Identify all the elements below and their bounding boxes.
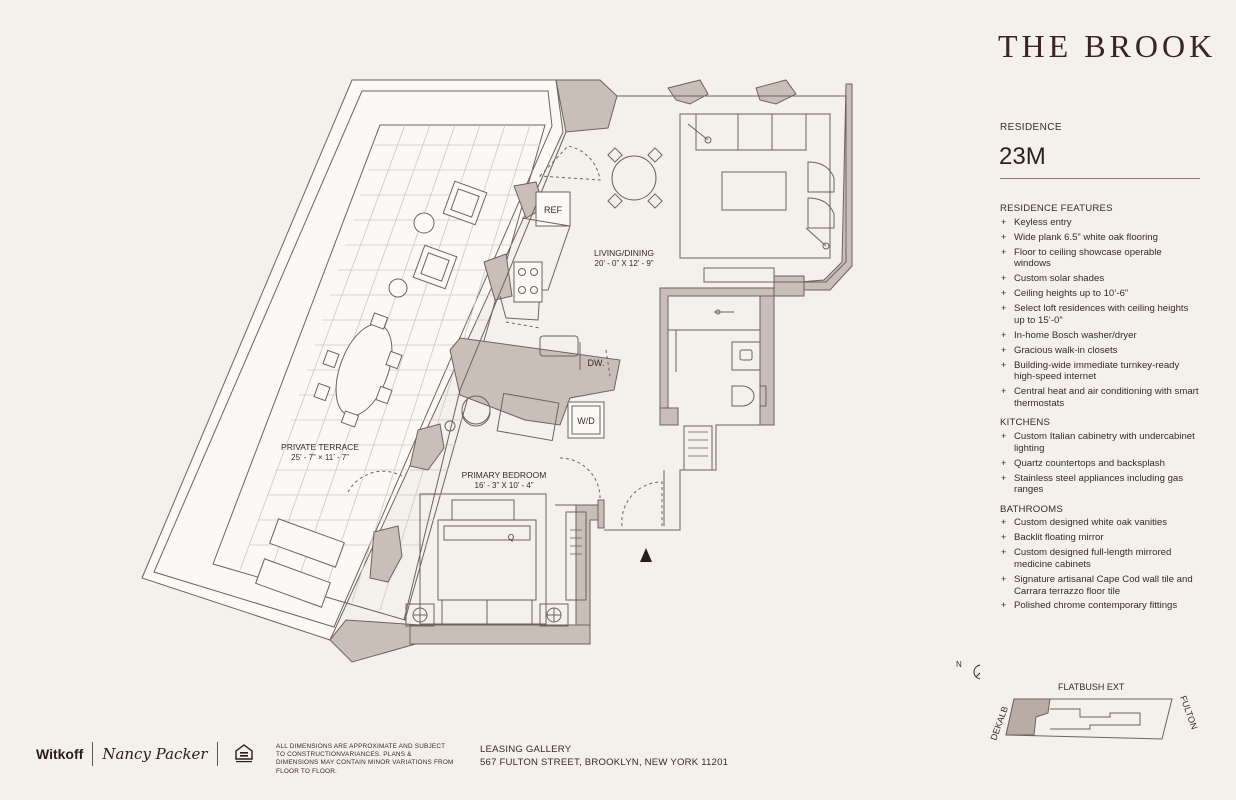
- east-wall-lower: [604, 296, 775, 531]
- feature-item: Custom Italian cabinetry with undercabin…: [1000, 431, 1200, 454]
- section-heading: BATHROOMS: [1000, 503, 1063, 515]
- toilet: [731, 385, 755, 407]
- floor-plan: LIVING/DINING 20’ - 0” X 12’ - 9” PRIVAT…: [141, 79, 980, 680]
- divider: [1000, 178, 1200, 179]
- residence-label: RESIDENCE: [1000, 122, 1062, 133]
- washer-dryer: [567, 401, 605, 439]
- ref-label: REF: [544, 205, 563, 215]
- street-fulton: FULTON: [1178, 694, 1199, 730]
- feature-item: Quartz countertops and backsplash: [1000, 458, 1200, 470]
- footer-logos: Witkoff Nancy Packer: [36, 742, 253, 766]
- feature-item: Gracious walk-in closets: [1000, 345, 1200, 357]
- feature-item: In-home Bosch washer/dryer: [1000, 330, 1200, 342]
- feature-section: RESIDENCE FEATURES Keyless entryWide plan…: [1000, 203, 1200, 409]
- compass-icon: [973, 664, 980, 680]
- terrace-floor: [212, 124, 546, 621]
- nancy-packer-logo: Nancy Packer: [102, 745, 208, 763]
- leasing-address: 567 FULTON STREET, BROOKLYN, NEW YORK 11…: [480, 757, 729, 768]
- entry-marker: [640, 548, 652, 562]
- dining-table: [611, 155, 657, 201]
- feature-list: RESIDENCE FEATURES Keyless entryWide plan…: [1000, 203, 1200, 620]
- feature-item: Backlit floating mirror: [1000, 532, 1200, 544]
- feature-item: Floor to ceiling showcase operable windo…: [1000, 247, 1200, 270]
- coffee-table: [721, 171, 787, 211]
- witkoff-logo: Witkoff: [36, 746, 84, 762]
- brand-title: THE BROOK: [998, 28, 1217, 64]
- living-dining-label: LIVING/DINING: [594, 248, 654, 258]
- vanity: [731, 341, 761, 371]
- feature-item: Polished chrome contemporary fittings: [1000, 600, 1200, 612]
- logo-divider: [92, 742, 94, 766]
- wd-label: W/D: [577, 416, 595, 426]
- leasing-title: LEASING GALLERY: [480, 744, 572, 755]
- feature-item: Custom designed white oak vanities: [1000, 517, 1200, 529]
- street-flatbush: FLATBUSH EXT: [1058, 682, 1125, 692]
- feature-item: Building-wide immediate turnkey-ready hi…: [1000, 360, 1200, 383]
- section-heading: KITCHENS: [1000, 417, 1051, 429]
- living-dining-dims: 20’ - 0” X 12’ - 9”: [595, 259, 654, 268]
- living-wall-top: [617, 95, 847, 283]
- feature-item: Ceiling heights up to 10’-6”: [1000, 288, 1200, 300]
- disclaimer-text: ALL DIMENSIONS ARE APPROXIMATE AND SUBJE…: [276, 743, 454, 775]
- street-dekalb: DEKALB: [988, 705, 1010, 742]
- feature-section: KITCHENS Custom Italian cabinetry with un…: [1000, 417, 1200, 495]
- feature-item: Custom solar shades: [1000, 273, 1200, 285]
- key-plan: [973, 664, 980, 680]
- feature-section: BATHROOMS Custom designed white oak vanit…: [1000, 504, 1200, 612]
- residence-number: 23M: [999, 143, 1046, 170]
- logo-divider: [216, 742, 218, 766]
- leasing-info: LEASING GALLERY 567 FULTON STREET, BROOK…: [480, 743, 728, 769]
- terrace-dims: 25’ - 7” × 11’ - 7”: [291, 453, 349, 462]
- feature-item: Select loft residences with ceiling heig…: [1000, 303, 1200, 326]
- key-plan-map: N FLATBUSH EXT DEKALB FULTON: [956, 660, 1200, 742]
- feature-item: Wide plank 6.5” white oak flooring: [1000, 232, 1200, 244]
- feature-item: Central heat and air conditioning with s…: [1000, 386, 1200, 409]
- equal-housing-icon: [234, 744, 253, 763]
- feature-item: Custom designed full-length mirrored med…: [1000, 547, 1200, 570]
- feature-item: Signature artisanal Cape Cod wall tile a…: [1000, 574, 1200, 597]
- walls: [329, 79, 853, 663]
- terrace-label: PRIVATE TERRACE: [281, 442, 359, 452]
- terrace-furniture: [255, 180, 488, 608]
- balcony-sill: [703, 267, 775, 283]
- feature-item: Stainless steel appliances including gas…: [1000, 473, 1200, 496]
- dw-label: DW.: [588, 358, 605, 368]
- section-heading: RESIDENCE FEATURES: [1000, 203, 1113, 214]
- terrace-parapet: [153, 90, 553, 628]
- north-label: N: [956, 660, 962, 669]
- ref: [535, 191, 571, 227]
- terrace-tiles: [239, 124, 540, 611]
- bedroom-label: PRIMARY BEDROOM: [462, 470, 547, 480]
- west-wall: [403, 131, 567, 621]
- bedroom-dims: 16’ - 3” X 10’ - 4”: [475, 481, 534, 490]
- bed: [437, 519, 537, 601]
- feature-item: Keyless entry: [1000, 217, 1200, 229]
- bed-size-label: Q: [508, 533, 514, 542]
